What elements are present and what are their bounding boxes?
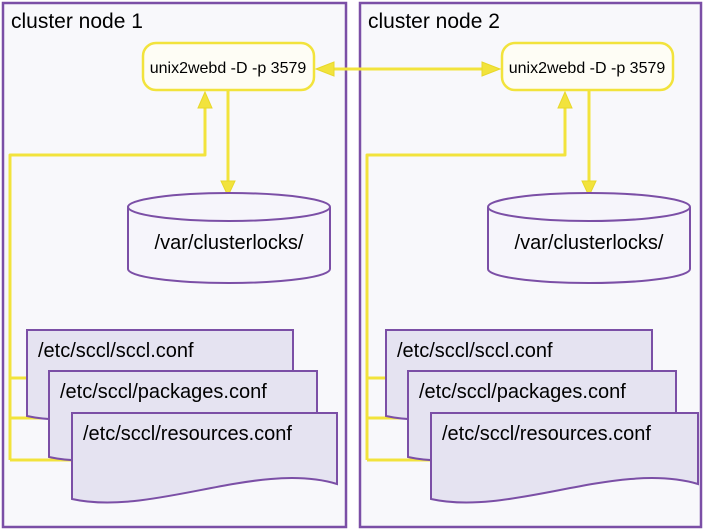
node1-config-to-process-connector — [8, 100, 207, 462]
node2-process-label: unix2webd -D -p 3579 — [509, 60, 666, 77]
node2-datastore-label: /var/clusterlocks/ — [515, 232, 664, 254]
node1-title: cluster node 1 — [11, 10, 143, 33]
node1-process-label: unix2webd -D -p 3579 — [150, 60, 307, 77]
node2-datastore-cylinder-rim — [487, 206, 691, 222]
node1-process-box — [141, 41, 316, 92]
node1-arrow-down-icon — [220, 180, 236, 198]
node1-doc-sccl-conf-label: /etc/sccl/sccl.conf — [38, 340, 194, 362]
node1-datastore-label: /var/clusterlocks/ — [155, 232, 304, 254]
node2-process-box — [500, 41, 675, 92]
node1-doc-resources-conf-label: /etc/sccl/resources.conf — [83, 423, 292, 445]
node1-arrow-up-icon — [197, 90, 213, 109]
node1-doc-packages-conf-label: /etc/sccl/packages.conf — [60, 381, 267, 403]
node2-doc-packages-conf-label: /etc/sccl/packages.conf — [419, 381, 626, 403]
node2-datastore-cylinder — [487, 192, 691, 284]
cluster-node-1: cluster node 1 unix2webd -D -p 3579 /var… — [1, 1, 348, 529]
node1-doc-resources-conf — [71, 412, 338, 504]
node2-arrow-up-icon — [557, 90, 573, 109]
node2-title: cluster node 2 — [368, 10, 500, 33]
node2-config-to-process-connector — [365, 100, 567, 462]
sync-arrow-right-icon — [481, 61, 502, 77]
cluster-node-2: cluster node 2 unix2webd -D -p 3579 /var… — [358, 1, 703, 529]
process-sync-link — [314, 61, 502, 77]
node1-config-files: /etc/sccl/sccl.conf /etc/sccl/packages.c… — [26, 329, 338, 504]
node1-datastore-cylinder-rim — [127, 206, 331, 222]
node2-arrow-down-icon — [581, 180, 597, 198]
node2-doc-resources-conf — [430, 412, 699, 504]
node2-doc-sccl-conf-label: /etc/sccl/sccl.conf — [397, 340, 553, 362]
node2-config-files: /etc/sccl/sccl.conf /etc/sccl/packages.c… — [385, 329, 699, 504]
sync-arrow-left-icon — [314, 61, 335, 77]
node1-datastore-cylinder — [127, 192, 331, 284]
node2-doc-resources-conf-label: /etc/sccl/resources.conf — [442, 423, 651, 445]
